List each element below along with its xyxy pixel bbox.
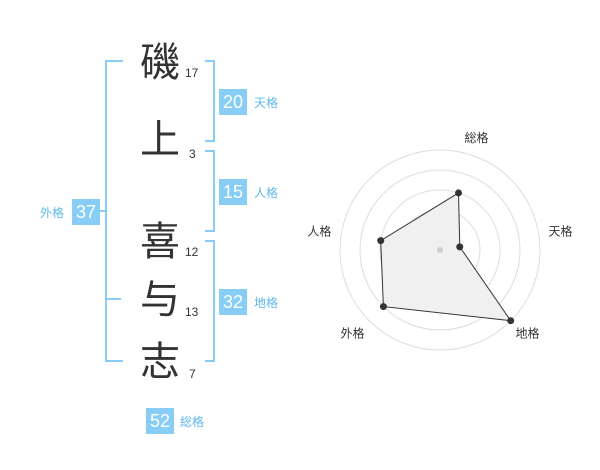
name-char-4: 与: [140, 277, 180, 323]
radar-center-dot: [437, 247, 443, 253]
stroke-count-3: 12: [185, 245, 199, 259]
jinkaku-bracket: [205, 150, 215, 232]
name-char-5: 志: [140, 339, 180, 385]
chikaku-value: 32: [219, 289, 247, 315]
tenkaku-label: 天格: [254, 96, 279, 110]
radar-grid-ring: [359, 169, 521, 331]
radar-point: [507, 317, 515, 325]
radar-point: [377, 237, 385, 245]
radar-point: [456, 243, 464, 251]
soukaku-label: 総格: [180, 415, 205, 429]
radar-grid-ring: [339, 149, 541, 351]
stroke-count-2: 3: [189, 147, 196, 161]
radar-data-points: [377, 189, 515, 325]
radar-axis-label: 天格: [549, 224, 573, 239]
stroke-count-5: 7: [189, 367, 196, 381]
gaikaku-label: 外格: [40, 206, 65, 220]
radar-axis-label: 人格: [307, 224, 331, 239]
gaikaku-value: 37: [72, 199, 100, 225]
radar-data-polygon: [380, 192, 512, 322]
name-char-1: 磯: [140, 40, 180, 86]
name-char-2: 上: [140, 117, 180, 163]
radar-axis-label: 総格: [464, 130, 488, 145]
stroke-count-1: 17: [185, 66, 199, 80]
soukaku-value: 52: [146, 408, 174, 434]
radar-axis-label: 外格: [341, 325, 365, 340]
gaikaku-bracket-divider: [105, 298, 121, 300]
chikaku-bracket: [205, 240, 215, 362]
radar-point: [455, 189, 463, 197]
radar-point: [379, 303, 387, 311]
gaikaku-bracket-stub: [100, 210, 107, 212]
tenkaku-bracket: [205, 60, 215, 142]
jinkaku-label: 人格: [254, 186, 279, 200]
chikaku-label: 地格: [254, 296, 279, 310]
name-char-3: 喜: [140, 219, 180, 265]
stroke-count-4: 13: [185, 305, 199, 319]
jinkaku-value: 15: [219, 179, 247, 205]
radar-axis-label: 地格: [515, 325, 539, 340]
tenkaku-value: 20: [219, 89, 247, 115]
